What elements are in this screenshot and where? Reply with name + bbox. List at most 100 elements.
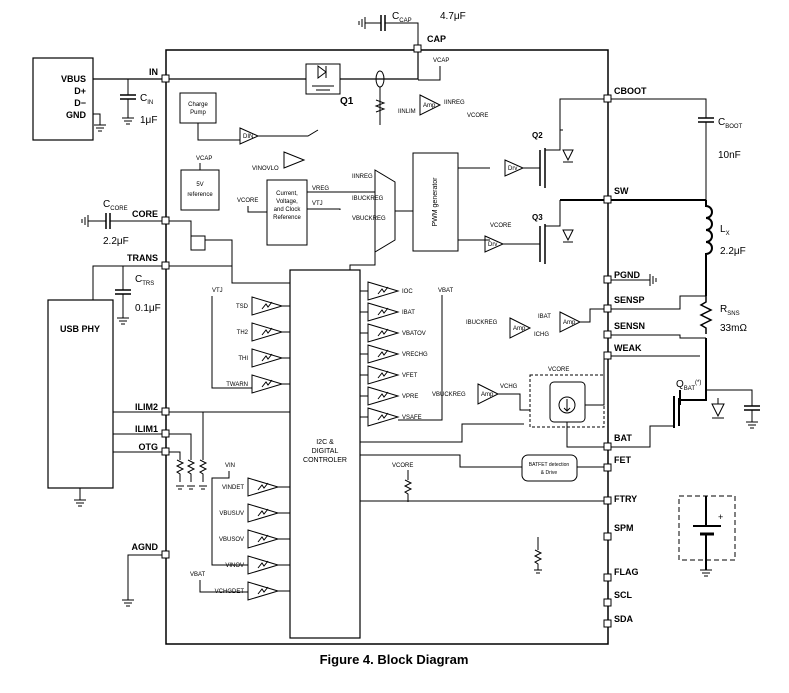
pin-ilim2: ILIM2 <box>135 402 158 412</box>
vbus-label: VBUS <box>61 74 86 84</box>
comparator <box>247 477 280 497</box>
batfet-detection-block: BATFET detection & Drive <box>521 454 578 482</box>
ccore-value: 2.2μF <box>103 236 129 247</box>
pin-sensn: SENSN <box>614 321 645 331</box>
svg-text:VCHG: VCHG <box>500 384 518 390</box>
comparator <box>247 503 280 523</box>
ctrs-value: 0.1μF <box>135 303 161 314</box>
pin-otg: OTG <box>139 442 159 452</box>
cboot-capacitor: CBOOT 10nF <box>718 117 743 161</box>
ctrs-capacitor: CTRS 0.1μF <box>115 266 161 325</box>
svg-text:IINREG: IINREG <box>352 174 373 180</box>
ccap-capacitor: CAP CCAP 4.7μF <box>358 11 466 53</box>
comparator-label: VPRE <box>402 394 418 400</box>
svg-text:VTJ: VTJ <box>312 201 323 207</box>
svg-text:Reference: Reference <box>273 215 301 221</box>
svg-text:BATFET detection: BATFET detection <box>529 462 570 468</box>
pin-agnd: AGND <box>132 542 159 552</box>
pin-ilim1: ILIM1 <box>135 424 158 434</box>
pin-cboot: CBOOT <box>614 86 647 96</box>
pin-bat: BAT <box>614 433 632 443</box>
pin-sensp: SENSP <box>614 295 645 305</box>
svg-text:VCORE: VCORE <box>392 463 413 469</box>
svg-text:DIN: DIN <box>243 134 253 140</box>
svg-text:VBUCKREG: VBUCKREG <box>352 216 386 222</box>
svg-text:CIN: CIN <box>140 93 153 106</box>
svg-text:IBAT: IBAT <box>538 314 551 320</box>
comparator-label: VINOV <box>225 563 244 569</box>
cin-capacitor: CIN 1μF <box>120 79 157 126</box>
svg-text:IINLIM: IINLIM <box>398 109 416 115</box>
comparator-label: VRECHG <box>402 352 428 358</box>
comparator-label: TSD <box>236 304 249 310</box>
svg-text:VCAP: VCAP <box>196 156 212 162</box>
svg-text:Amp: Amp <box>513 326 526 332</box>
vbus-connector: VBUS D+ D− GND <box>32 57 94 141</box>
5v-reference-block: 5V reference VCAP <box>180 156 220 211</box>
comparator-label: VSAFE <box>402 415 422 421</box>
comparator-label: TH2 <box>237 330 249 336</box>
svg-text:CCORE: CCORE <box>103 199 128 212</box>
comparator-label: VFET <box>402 373 418 379</box>
svg-text:CBOOT: CBOOT <box>718 117 743 130</box>
pwm-generator: PWM generator <box>412 152 459 252</box>
q3-transistor: Q3 <box>503 200 574 264</box>
svg-text:VCAP: VCAP <box>433 58 449 64</box>
left-pins: IN CORE TRANS ILIM2 ILIM1 OTG AGND <box>127 67 170 559</box>
comparator <box>247 581 280 601</box>
svg-text:USB PHY: USB PHY <box>60 324 100 334</box>
svg-text:Q2: Q2 <box>532 131 543 140</box>
rsns-resistor: RSNS 33mΩ <box>699 296 747 334</box>
comparator-label: VBATOV <box>402 331 426 337</box>
svg-text:LX: LX <box>720 224 730 237</box>
pin-sw: SW <box>614 186 629 196</box>
ccore-capacitor: CCORE 2.2μF <box>81 199 162 247</box>
pin-sda: SDA <box>614 614 634 624</box>
battery-comparators: IOC IBAT VBATOV VRECHG VFET VPRE VSAFE <box>360 281 428 427</box>
svg-text:PWM generator: PWM generator <box>432 177 439 227</box>
comparator-label: VINDET <box>222 485 244 491</box>
svg-text:Charge: Charge <box>188 102 208 108</box>
svg-text:Amp: Amp <box>423 103 436 109</box>
figure-caption: Figure 4. Block Diagram <box>320 652 469 667</box>
svg-text:reference: reference <box>187 192 213 198</box>
inductor-lx: LX 2.2μF <box>705 200 746 262</box>
svg-text:ICHG: ICHG <box>534 332 549 338</box>
svg-text:& Drive: & Drive <box>541 470 558 476</box>
comparator <box>247 529 280 549</box>
pin-scl: SCL <box>614 590 633 600</box>
svg-text:DIGITAL: DIGITAL <box>312 448 339 455</box>
svg-text:VCORE: VCORE <box>548 367 569 373</box>
svg-text:VCORE: VCORE <box>237 198 258 204</box>
pin-pgnd: PGND <box>614 270 641 280</box>
svg-text:Current,: Current, <box>276 191 298 197</box>
ic-outline <box>165 49 609 645</box>
svg-text:5V: 5V <box>196 182 203 188</box>
svg-text:Amp: Amp <box>481 392 494 398</box>
svg-text:VCORE: VCORE <box>490 223 511 229</box>
svg-text:IBUCKREG: IBUCKREG <box>352 196 384 202</box>
svg-text:CTRS: CTRS <box>135 274 154 287</box>
dminus-label: D− <box>74 98 86 108</box>
pin-ftry: FTRY <box>614 494 637 504</box>
comparator-label: IOC <box>402 289 413 295</box>
dplus-label: D+ <box>74 86 86 96</box>
ccap-value: 4.7μF <box>440 11 466 22</box>
q2-transistor: Q2 <box>523 129 574 188</box>
right-pins: CBOOT SW PGND SENSP SENSN WEAK BAT FET F… <box>603 86 647 628</box>
comparator <box>251 374 284 394</box>
comparator <box>251 322 284 342</box>
pin-spm: SPM <box>614 523 634 533</box>
svg-text:VINOVLO: VINOVLO <box>252 166 279 172</box>
comparator-label: IBAT <box>402 310 415 316</box>
pin-cap: CAP <box>427 34 446 44</box>
gnd-label: GND <box>66 110 87 120</box>
q1-transistor: Q1 <box>305 63 354 107</box>
svg-text:CONTROLER: CONTROLER <box>303 457 347 464</box>
svg-text:Drv: Drv <box>488 242 497 248</box>
svg-text:VIN: VIN <box>225 463 235 469</box>
svg-text:VREG: VREG <box>312 186 329 192</box>
svg-text:VBAT: VBAT <box>438 288 454 294</box>
